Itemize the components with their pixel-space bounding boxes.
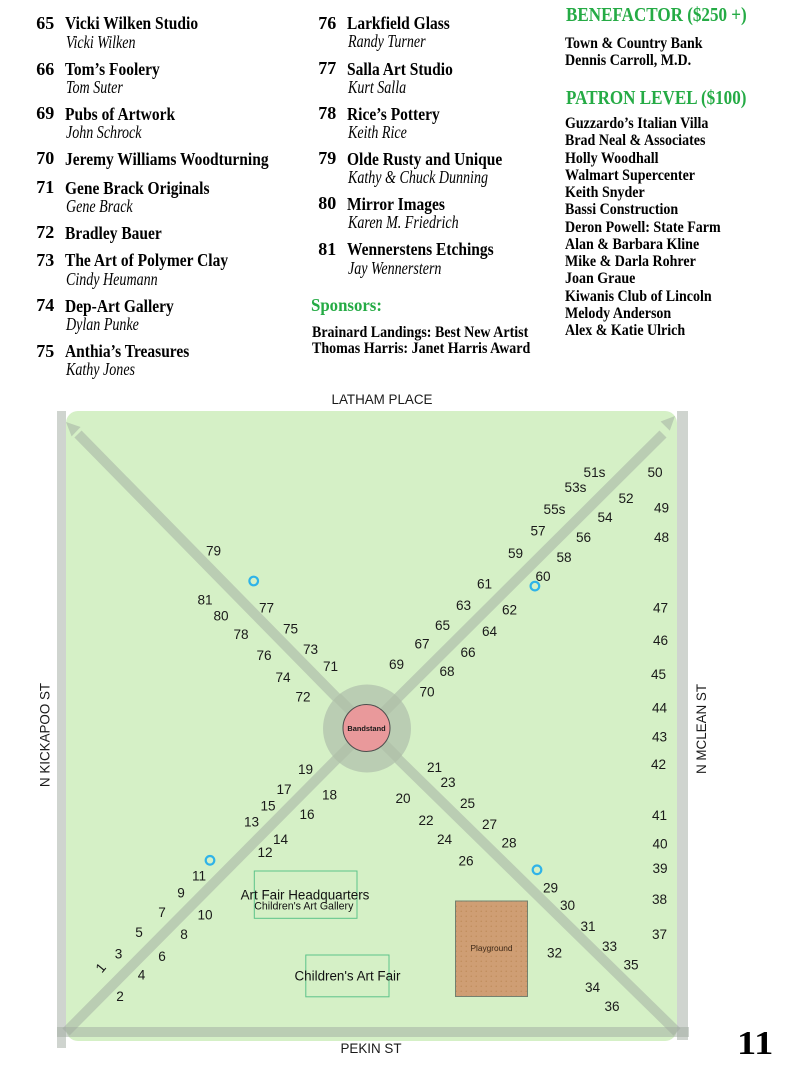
- svg-text:PEKIN ST: PEKIN ST: [340, 1041, 401, 1056]
- svg-text:75: 75: [283, 622, 298, 637]
- svg-text:30: 30: [560, 898, 576, 913]
- svg-text:16: 16: [299, 807, 314, 822]
- svg-text:42: 42: [651, 757, 666, 772]
- svg-text:77: 77: [259, 601, 274, 616]
- svg-text:10: 10: [197, 908, 213, 923]
- svg-text:55s: 55s: [544, 502, 566, 517]
- svg-text:64: 64: [482, 624, 498, 639]
- svg-text:71: 71: [323, 659, 338, 674]
- svg-text:74: 74: [275, 670, 291, 685]
- svg-text:47: 47: [653, 601, 668, 616]
- svg-text:Art Fair Headquarters: Art Fair Headquarters: [241, 888, 370, 903]
- svg-text:60: 60: [535, 569, 551, 584]
- svg-text:9: 9: [177, 886, 185, 901]
- svg-text:31: 31: [580, 919, 595, 934]
- svg-text:Children's Art Gallery: Children's Art Gallery: [254, 901, 354, 913]
- svg-text:12: 12: [257, 845, 272, 860]
- svg-text:37: 37: [652, 927, 667, 942]
- svg-text:Bandstand: Bandstand: [347, 724, 386, 733]
- svg-text:48: 48: [654, 530, 669, 545]
- svg-text:63: 63: [456, 598, 471, 613]
- svg-text:14: 14: [273, 832, 289, 847]
- svg-text:33: 33: [602, 939, 617, 954]
- svg-text:52: 52: [618, 491, 633, 506]
- svg-text:50: 50: [647, 465, 663, 480]
- svg-text:22: 22: [418, 813, 433, 828]
- svg-text:20: 20: [395, 791, 411, 806]
- svg-text:29: 29: [543, 881, 558, 896]
- svg-text:43: 43: [652, 730, 667, 745]
- svg-text:58: 58: [556, 550, 571, 565]
- svg-text:81: 81: [197, 593, 212, 608]
- svg-text:7: 7: [158, 905, 166, 920]
- svg-text:40: 40: [652, 837, 668, 852]
- svg-text:34: 34: [585, 980, 601, 995]
- svg-text:4: 4: [138, 968, 146, 983]
- svg-text:24: 24: [437, 832, 453, 847]
- svg-text:18: 18: [322, 788, 337, 803]
- svg-text:51s: 51s: [584, 465, 606, 480]
- svg-text:8: 8: [180, 927, 188, 942]
- svg-text:LATHAM PLACE: LATHAM PLACE: [332, 392, 433, 407]
- svg-text:54: 54: [597, 510, 613, 525]
- svg-text:23: 23: [440, 775, 455, 790]
- svg-text:36: 36: [604, 999, 619, 1014]
- svg-text:53s: 53s: [565, 480, 587, 495]
- svg-text:35: 35: [623, 958, 638, 973]
- svg-text:80: 80: [213, 609, 229, 624]
- svg-text:49: 49: [654, 501, 669, 516]
- svg-text:15: 15: [260, 799, 275, 814]
- svg-text:66: 66: [460, 645, 475, 660]
- svg-text:56: 56: [576, 530, 591, 545]
- svg-text:41: 41: [652, 808, 667, 823]
- svg-text:76: 76: [256, 648, 271, 663]
- svg-text:25: 25: [460, 796, 475, 811]
- svg-text:65: 65: [435, 618, 450, 633]
- svg-text:N KICKAPOO ST: N KICKAPOO ST: [38, 683, 53, 787]
- svg-text:21: 21: [427, 760, 442, 775]
- svg-text:17: 17: [276, 782, 291, 797]
- svg-text:2: 2: [116, 989, 124, 1004]
- svg-text:5: 5: [135, 925, 143, 940]
- svg-text:46: 46: [653, 633, 668, 648]
- svg-text:3: 3: [115, 947, 123, 962]
- svg-text:26: 26: [458, 854, 473, 869]
- svg-text:79: 79: [206, 544, 221, 559]
- svg-text:Children's Art Fair: Children's Art Fair: [295, 969, 402, 984]
- svg-text:6: 6: [158, 949, 166, 964]
- svg-text:44: 44: [652, 701, 668, 716]
- svg-text:69: 69: [389, 657, 404, 672]
- svg-text:68: 68: [439, 664, 454, 679]
- svg-text:13: 13: [244, 815, 259, 830]
- svg-text:59: 59: [508, 546, 523, 561]
- svg-text:57: 57: [530, 524, 545, 539]
- svg-text:73: 73: [303, 642, 318, 657]
- svg-text:62: 62: [502, 603, 517, 618]
- svg-text:78: 78: [233, 627, 248, 642]
- svg-text:72: 72: [295, 690, 310, 705]
- svg-text:45: 45: [651, 667, 666, 682]
- svg-text:Playground: Playground: [471, 943, 513, 953]
- svg-text:28: 28: [501, 836, 516, 851]
- svg-text:11: 11: [192, 869, 206, 884]
- svg-text:39: 39: [652, 861, 667, 876]
- svg-text:70: 70: [419, 685, 435, 700]
- svg-text:61: 61: [477, 577, 492, 592]
- svg-text:27: 27: [482, 817, 497, 832]
- svg-text:38: 38: [652, 892, 667, 907]
- svg-text:19: 19: [298, 762, 313, 777]
- svg-text:67: 67: [414, 637, 429, 652]
- svg-text:N MCLEAN ST: N MCLEAN ST: [694, 684, 709, 774]
- svg-text:32: 32: [547, 946, 562, 961]
